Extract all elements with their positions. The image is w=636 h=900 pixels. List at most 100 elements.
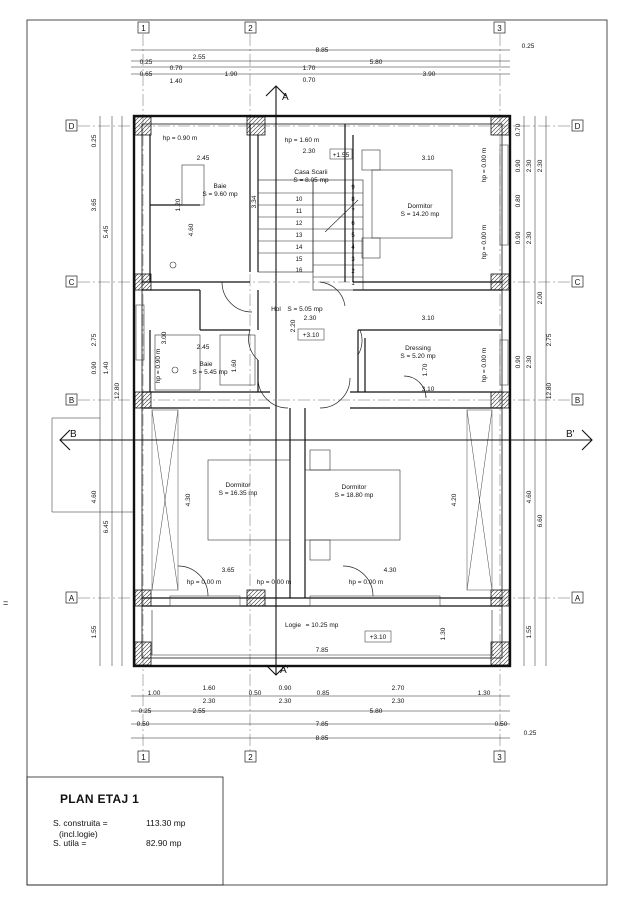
stair-step-6: 6: [351, 221, 355, 227]
bottom-dimension-text: 1.00 1.60 2.30 0.50 0.90 2.30 0.85 2.70 …: [137, 685, 537, 742]
top-dim-070b: 0.70: [303, 77, 316, 84]
left-dimension-text: 0.25 3.65 2.75 0.90 4.60 1.55 5.45 1.40 …: [91, 134, 121, 638]
right-dim-080: 0.80: [515, 194, 522, 207]
room-dormitor-3-name: Dormitor: [342, 484, 368, 491]
section-labels: A A' B B': [70, 92, 575, 676]
ann-430h: 4.30: [384, 567, 397, 574]
ann-310a: 3.10: [422, 155, 435, 162]
top-dim-070a: 0.70: [170, 65, 183, 72]
ann-hp-000-b2: hp = 0.00 m: [481, 225, 488, 260]
top-dim-170: 1.70: [303, 65, 316, 72]
ann-level-logie: +3.10: [370, 634, 387, 641]
stair-step-14: 14: [296, 245, 303, 251]
windows: [135, 144, 509, 607]
stair-numbers: 10 11 12 13 14 15 16 9 8 7 6 5 4 3 2 1: [296, 185, 356, 287]
bottom-dim-100: 1.00: [148, 690, 161, 697]
stair-step-2: 2: [351, 269, 355, 275]
bottom-dim-230a: 2.30: [203, 698, 216, 705]
top-dim-390: 3.90: [423, 71, 436, 78]
right-dim-155: 1.55: [526, 625, 533, 638]
bottom-dim-230b: 2.30: [279, 698, 292, 705]
ann-155: +1.55: [333, 152, 350, 159]
axis-number-1-top: 1: [141, 24, 146, 33]
right-dim-275: 2.75: [546, 333, 553, 346]
top-dim-190: 1.90: [225, 71, 238, 78]
ann-hp-090-top: hp = 0.90 m: [163, 135, 198, 142]
bottom-dim-130: 1.30: [478, 690, 491, 697]
ann-430v: 4.30: [185, 493, 192, 506]
top-dim-total: 8.85: [316, 47, 329, 54]
ann-245a: 2.45: [197, 155, 210, 162]
ann-hp-000-d1: hp = 0.00 m: [187, 579, 222, 586]
right-dim-230-top: 2.30: [537, 159, 544, 172]
bottom-dim-085: 0.85: [317, 690, 330, 697]
top-dim-side-right: 0.25: [522, 43, 535, 50]
stair-step-9: 9: [351, 185, 355, 191]
room-baie-2-name: Baie: [199, 361, 212, 368]
stair-step-5: 5: [351, 233, 355, 239]
room-hol-area: S = 5.05 mp: [287, 306, 323, 313]
room-casa-scarii-name: Casa Scarii: [294, 169, 327, 176]
interior-walls: [142, 124, 502, 607]
room-baie-2-area: S = 5.45 mp: [192, 369, 228, 376]
right-dim-090a: 0.90: [515, 159, 522, 172]
ann-160: 1.60: [231, 359, 238, 372]
ann-hp-160: hp = 1.60 m: [285, 137, 320, 144]
right-dim-230a: 2.30: [526, 159, 533, 172]
logie-railing: [150, 610, 494, 656]
axis-letter-d-left: D: [69, 122, 75, 131]
bottom-dim-230c: 2.30: [392, 698, 405, 705]
right-dim-090b: 0.90: [515, 231, 522, 244]
ann-785: 7.85: [316, 647, 329, 654]
bottom-dim-160: 1.60: [203, 685, 216, 692]
room-logie-name: Logie: [285, 622, 301, 629]
bottom-dim-050: 0.50: [249, 690, 262, 697]
axis-number-2-bottom: 2: [248, 753, 253, 762]
bottom-dim-090: 0.90: [279, 685, 292, 692]
bottom-dim-050a: 0.50: [137, 721, 150, 728]
ann-365: 3.65: [222, 567, 235, 574]
left-dim-545: 5.45: [103, 225, 110, 238]
stair-step-7: 7: [351, 209, 355, 215]
axis-number-2-top: 2: [248, 24, 253, 33]
left-dim-460: 4.60: [91, 490, 98, 503]
ann-hp-090-baie: hp = 0.90 m: [155, 349, 162, 384]
staircase: [257, 179, 364, 291]
stair-step-8: 8: [351, 197, 355, 203]
stair-step-10: 10: [296, 197, 303, 203]
axis-letter-c-right: C: [575, 278, 581, 287]
room-dressing-name: Dressing: [405, 345, 431, 352]
door-swings: [177, 281, 427, 597]
interior-annotations: hp = 0.90 m hp = 1.60 m 2.45 2.30 3.10 +…: [155, 135, 488, 654]
section-label-b-left: B: [70, 429, 77, 440]
useful-area-label: S. utila =: [53, 838, 87, 848]
room-dormitor-1-area: S = 14.20 mp: [401, 211, 440, 218]
stair-step-3: 3: [351, 257, 355, 263]
bottom-dim-580: 5.80: [370, 708, 383, 715]
room-casa-scarii-area: S = 8.05 mp: [293, 177, 329, 184]
stair-step-1: 1: [351, 281, 355, 287]
bottom-dim-270: 2.70: [392, 685, 405, 692]
left-dim-275: 2.75: [91, 333, 98, 346]
top-dim-side-left: 0.25: [140, 59, 153, 66]
wardrobe-crossings: [151, 409, 493, 591]
left-dim-1280: 12.80: [114, 382, 121, 399]
dimension-lines: [51, 49, 547, 739]
equal-mark: =: [3, 598, 9, 608]
ann-hp-000-d2: hp = 0.00 m: [257, 579, 292, 586]
ann-334: 3.34: [251, 195, 258, 208]
stair-step-4: 4: [351, 245, 355, 251]
exterior-walls: [132, 114, 512, 668]
room-dressing-area: S = 5.20 mp: [400, 353, 436, 360]
ann-130: 1.30: [440, 627, 447, 640]
ann-hp-000-dr: hp = 0.00 m: [349, 579, 384, 586]
axis-labels: D C B A D C B A 1 2 3 1 2 3: [69, 24, 581, 762]
useful-area-value: 82.90 mp: [146, 838, 182, 848]
ann-220: 2.20: [290, 319, 297, 332]
right-dim-070: 0.70: [515, 123, 522, 136]
room-baie-area: S = 9.60 mp: [202, 191, 238, 198]
right-dim-200: 2.00: [537, 291, 544, 304]
furniture: [154, 149, 453, 561]
axis-number-3-top: 3: [497, 24, 502, 33]
right-dim-460: 4.60: [526, 490, 533, 503]
